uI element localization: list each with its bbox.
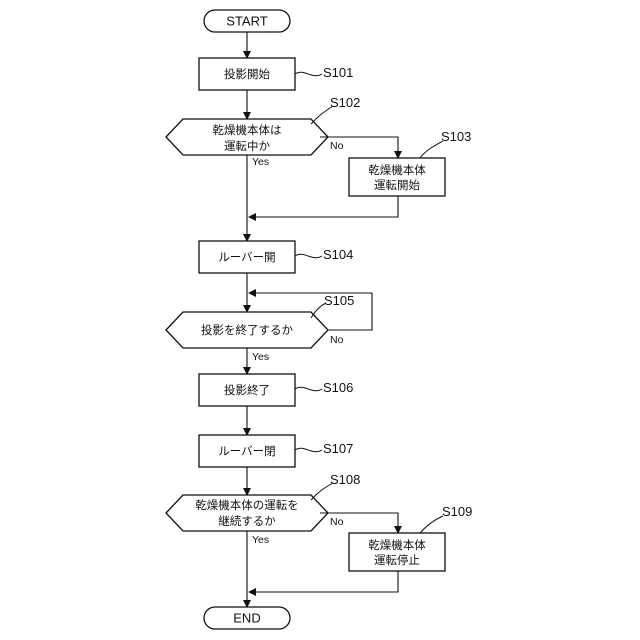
process-s107-label: ルーバー閉 [218,444,275,458]
step-s105: S105 [324,293,354,308]
step-s108: S108 [330,472,360,487]
branch-s102-no: No [330,140,344,152]
leader-s104 [295,254,322,257]
branch-s108-yes: Yes [252,534,269,546]
leader-s106 [295,387,322,390]
step-s107: S107 [323,441,353,456]
decision-s102-line1: 乾燥機本体は [213,123,282,137]
process-s103-line1: 乾燥機本体 [368,163,426,177]
step-s104: S104 [323,247,353,262]
process-s101-label: 投影開始 [224,67,270,81]
process-s103-line2: 運転開始 [374,178,420,192]
start-label: START [226,14,267,29]
leader-s109 [420,516,443,533]
decision-s108-line2: 継続するか [218,514,276,528]
connector-s103-merge [249,196,398,217]
step-s101: S101 [323,65,353,80]
branch-s108-no: No [330,516,344,528]
step-s103: S103 [441,129,471,144]
decision-s105-label: 投影を終了するか [201,323,293,337]
leader-s101 [295,72,322,75]
branch-s105-yes: Yes [252,351,269,363]
branch-s105-no: No [330,334,344,346]
process-s109-line1: 乾燥機本体 [368,538,426,552]
leader-s103 [420,141,443,158]
step-s106: S106 [323,380,353,395]
end-label: END [233,611,260,626]
leader-s107 [295,448,322,451]
process-s106-label: 投影終了 [224,383,270,397]
step-s102: S102 [330,95,360,110]
decision-s102-line2: 運転中か [224,139,270,153]
connector-s109-merge [249,571,398,592]
step-s109: S109 [442,504,472,519]
branch-s102-yes: Yes [252,156,269,168]
process-s109-line2: 運転停止 [374,553,420,567]
decision-s108-line1: 乾燥機本体の運転を [195,498,299,512]
process-s104-label: ルーバー開 [218,250,275,264]
